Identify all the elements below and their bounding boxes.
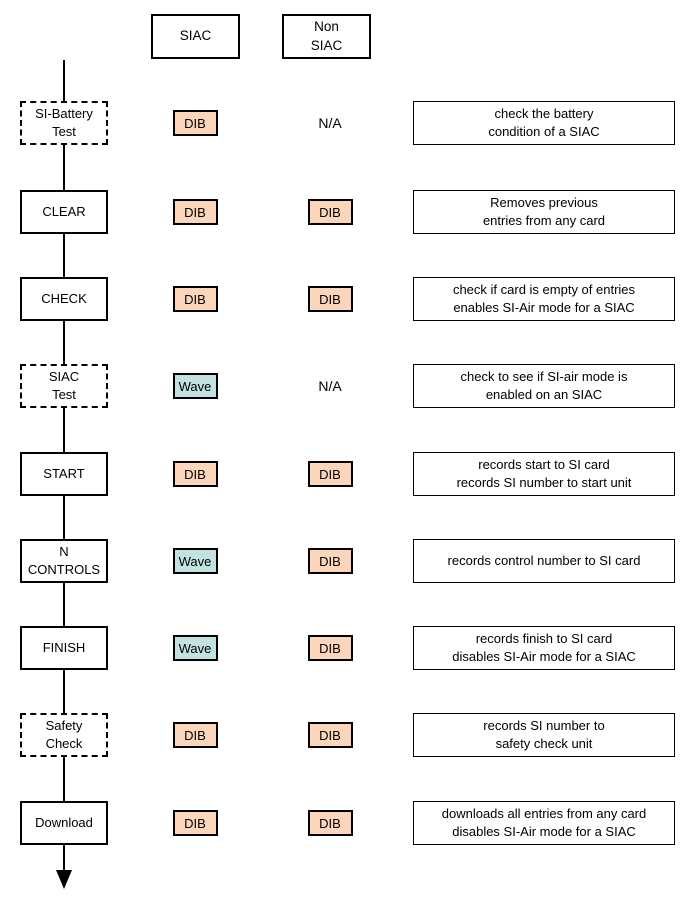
step-box-n-controls: N CONTROLS (20, 539, 108, 583)
siac-cell: DIB (150, 277, 240, 321)
dib-chip: DIB (307, 810, 353, 836)
description-text: Removes previous entries from any card (482, 194, 606, 228)
column-header-nonsiac-label: Non SIAC (310, 19, 343, 53)
nonsiac-cell: DIB (285, 626, 375, 670)
nonsiac-cell: DIB (285, 452, 375, 496)
step-box-check: CHECK (20, 277, 108, 321)
step-box-finish: FINISH (20, 626, 108, 670)
step-box-start: START (20, 452, 108, 496)
description-box: downloads all entries from any card disa… (413, 801, 675, 845)
step-label: Safety Check (45, 717, 83, 751)
siac-cell: DIB (150, 713, 240, 757)
description-text: records control number to SI card (447, 552, 641, 568)
description-box: records control number to SI card (413, 539, 675, 583)
nonsiac-cell: DIB (285, 277, 375, 321)
column-header-siac: SIAC (151, 14, 240, 59)
dib-chip: DIB (307, 635, 353, 661)
nonsiac-cell: DIB (285, 713, 375, 757)
dib-chip: DIB (172, 199, 218, 225)
siac-cell: Wave (150, 364, 240, 408)
column-header-siac-label: SIAC (179, 28, 212, 44)
step-box-safety-check: Safety Check (20, 713, 108, 757)
step-box-clear: CLEAR (20, 190, 108, 234)
flow-row-finish: FINISH Wave DIB records finish to SI car… (0, 626, 690, 670)
flow-arrowhead-icon (56, 870, 72, 889)
dib-chip: DIB (307, 199, 353, 225)
dib-chip: DIB (172, 461, 218, 487)
description-text: check the battery condition of a SIAC (488, 105, 600, 139)
description-text: records finish to SI card disables SI-Ai… (452, 630, 636, 664)
flow-row-n-controls: N CONTROLS Wave DIB records control numb… (0, 539, 690, 583)
description-box: Removes previous entries from any card (413, 190, 675, 234)
na-label: N/A (318, 115, 342, 131)
wave-chip: Wave (172, 548, 218, 574)
description-box: check the battery condition of a SIAC (413, 101, 675, 145)
flow-row-si-battery-test: SI-Battery Test DIB N/A check the batter… (0, 101, 690, 145)
description-box: records start to SI card records SI numb… (413, 452, 675, 496)
description-text: downloads all entries from any card disa… (441, 805, 647, 839)
step-label: FINISH (42, 639, 86, 655)
step-box-download: Download (20, 801, 108, 845)
flow-row-start: START DIB DIB records start to SI card r… (0, 452, 690, 496)
na-label: N/A (318, 378, 342, 394)
wave-chip: Wave (172, 635, 218, 661)
siac-cell: DIB (150, 101, 240, 145)
dib-chip: DIB (172, 110, 218, 136)
nonsiac-cell: DIB (285, 801, 375, 845)
step-label: N CONTROLS (27, 543, 101, 577)
flow-row-download: Download DIB DIB downloads all entries f… (0, 801, 690, 845)
nonsiac-cell: N/A (285, 364, 375, 408)
step-box-si-battery-test: SI-Battery Test (20, 101, 108, 145)
dib-chip: DIB (307, 286, 353, 312)
flow-row-siac-test: SIAC Test Wave N/A check to see if SI-ai… (0, 364, 690, 408)
siac-cell: DIB (150, 801, 240, 845)
description-text: check to see if SI-air mode is enabled o… (460, 368, 628, 402)
description-box: check to see if SI-air mode is enabled o… (413, 364, 675, 408)
wave-chip: Wave (172, 373, 218, 399)
dib-chip: DIB (172, 286, 218, 312)
dib-chip: DIB (172, 810, 218, 836)
step-label: START (43, 465, 85, 481)
description-text: records start to SI card records SI numb… (456, 456, 632, 490)
flow-row-clear: CLEAR DIB DIB Removes previous entries f… (0, 190, 690, 234)
step-label: SI-Battery Test (35, 105, 93, 139)
flow-row-check: CHECK DIB DIB check if card is empty of … (0, 277, 690, 321)
description-text: check if card is empty of entries enable… (452, 281, 636, 315)
step-label: SIAC Test (48, 368, 80, 402)
description-box: check if card is empty of entries enable… (413, 277, 675, 321)
description-box: records SI number to safety check unit (413, 713, 675, 757)
description-text: records SI number to safety check unit (483, 717, 605, 751)
dib-chip: DIB (307, 461, 353, 487)
nonsiac-cell: N/A (285, 101, 375, 145)
siac-cell: DIB (150, 452, 240, 496)
nonsiac-cell: DIB (285, 539, 375, 583)
dib-chip: DIB (172, 722, 218, 748)
description-box: records finish to SI card disables SI-Ai… (413, 626, 675, 670)
step-label: CLEAR (42, 203, 86, 219)
flow-row-safety-check: Safety Check DIB DIB records SI number t… (0, 713, 690, 757)
siac-cell: Wave (150, 626, 240, 670)
nonsiac-cell: DIB (285, 190, 375, 234)
column-header-nonsiac: Non SIAC (282, 14, 371, 59)
siac-cell: DIB (150, 190, 240, 234)
siac-cell: Wave (150, 539, 240, 583)
step-label: CHECK (41, 290, 87, 306)
dib-chip: DIB (307, 722, 353, 748)
dib-chip: DIB (307, 548, 353, 574)
step-box-siac-test: SIAC Test (20, 364, 108, 408)
step-label: Download (35, 814, 93, 830)
